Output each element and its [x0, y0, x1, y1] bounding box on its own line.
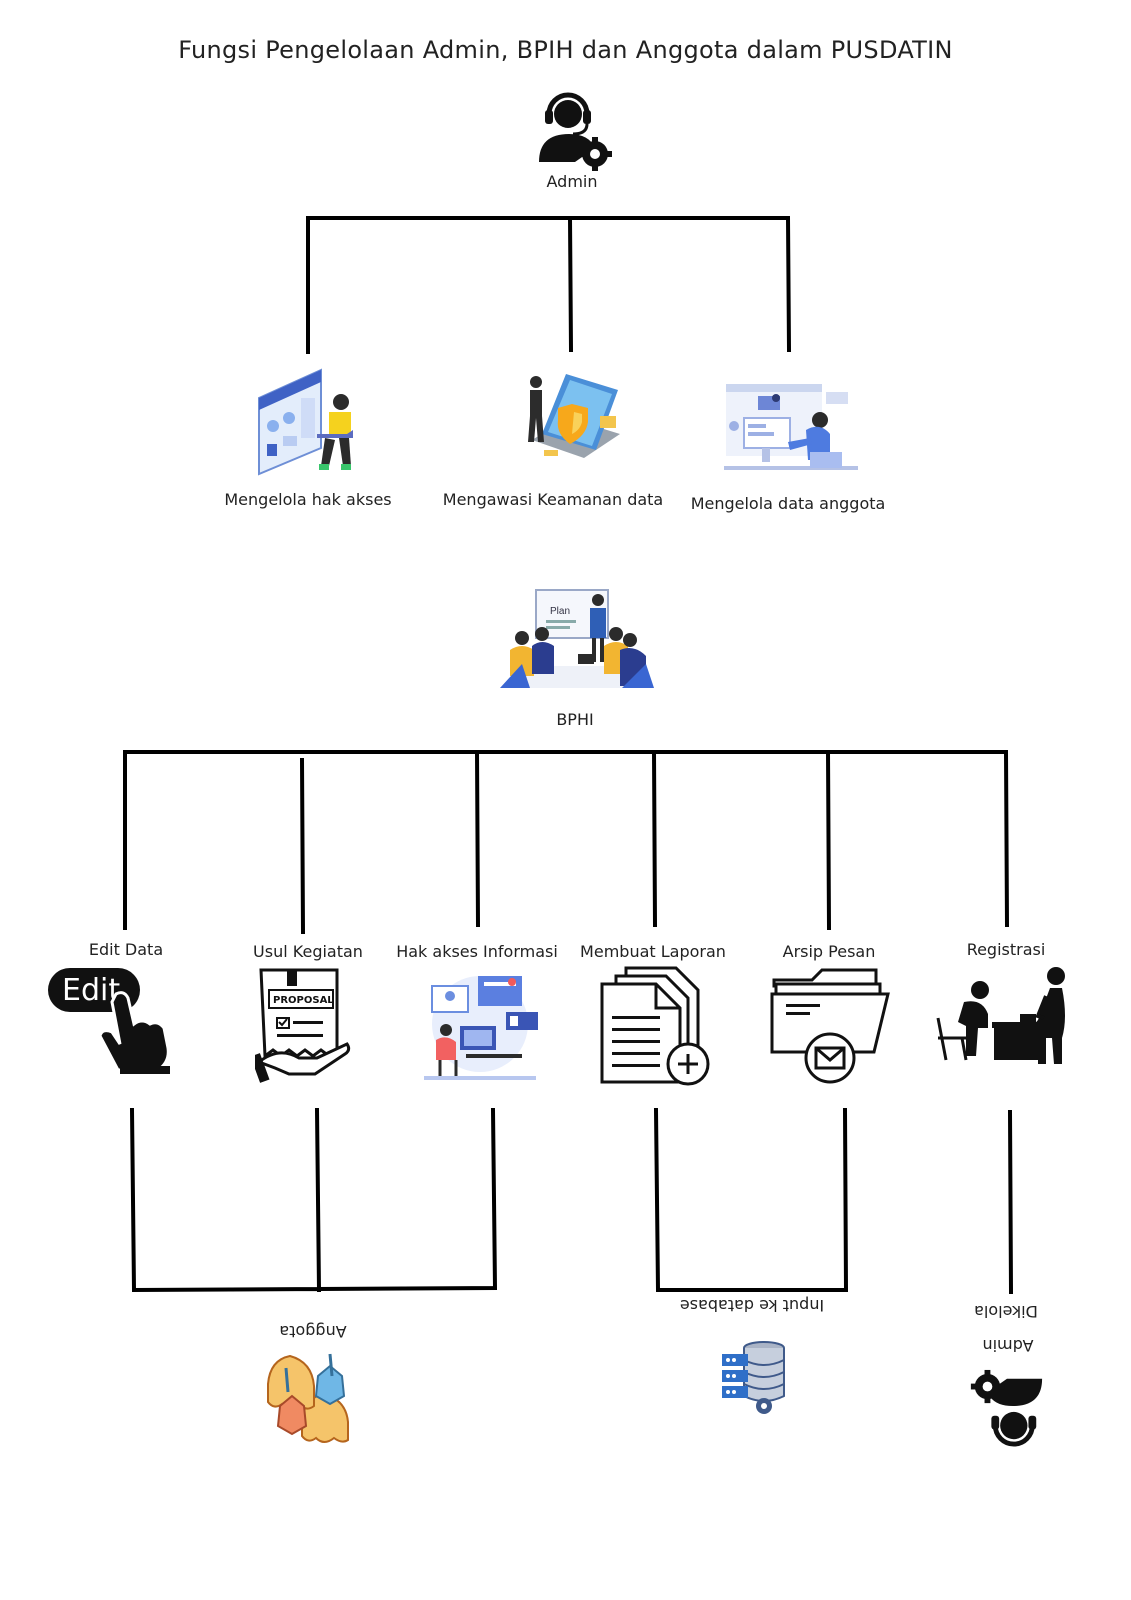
- function-edit-data-label: Edit Data: [88, 940, 164, 959]
- function-data-security-label: Mengawasi Keamanan data: [442, 490, 664, 509]
- admin-headset-icon: [539, 92, 612, 171]
- access-management-illustration: [258, 368, 353, 476]
- bphi-meeting-illustration: Plan: [500, 589, 654, 688]
- function-arsip-pesan-label: Arsip Pesan: [782, 942, 876, 961]
- anggota-group-icon: [267, 1353, 349, 1443]
- admin-label: Admin: [546, 172, 598, 191]
- function-access-management-label: Mengelola hak akses: [224, 490, 392, 509]
- anggota-connector: [129, 1107, 498, 1293]
- message-archive-icon: [770, 968, 890, 1084]
- input-database-label: Input ke database: [679, 1296, 825, 1315]
- anggota-label: Anggota: [279, 1322, 347, 1341]
- function-hak-akses-informasi-label: Hak akses Informasi: [396, 942, 558, 961]
- dikelola-label: Dikelola: [974, 1302, 1038, 1321]
- registration-icon: [936, 967, 1065, 1064]
- proposal-icon-text: PROPOSAL: [273, 995, 334, 1006]
- admin-return-connector: [1007, 1109, 1014, 1295]
- diagram-title: Fungsi Pengelolaan Admin, BPIH dan Anggo…: [178, 36, 953, 64]
- member-data-illustration: [724, 384, 858, 470]
- proposal-icon: PROPOSAL: [255, 968, 351, 1083]
- database-connector: [653, 1107, 849, 1292]
- function-registrasi-label: Registrasi: [966, 940, 1046, 959]
- edit-hand-icon: Edit: [48, 968, 170, 1074]
- create-report-icon: [600, 966, 710, 1086]
- admin-return-label: Admin: [982, 1336, 1034, 1355]
- bphi-label: BPHI: [556, 710, 594, 729]
- information-access-illustration: [424, 976, 538, 1080]
- bphi-connector: [123, 749, 1010, 935]
- admin-connector: [306, 215, 792, 354]
- whiteboard-plan-text: Plan: [550, 606, 570, 617]
- function-member-data-label: Mengelola data anggota: [690, 494, 886, 513]
- function-usul-kegiatan-label: Usul Kegiatan: [253, 942, 363, 961]
- database-server-icon: [722, 1341, 785, 1414]
- data-security-illustration: [528, 374, 620, 458]
- admin-return-icon: [970, 1369, 1043, 1447]
- function-membuat-laporan-label: Membuat Laporan: [580, 942, 726, 961]
